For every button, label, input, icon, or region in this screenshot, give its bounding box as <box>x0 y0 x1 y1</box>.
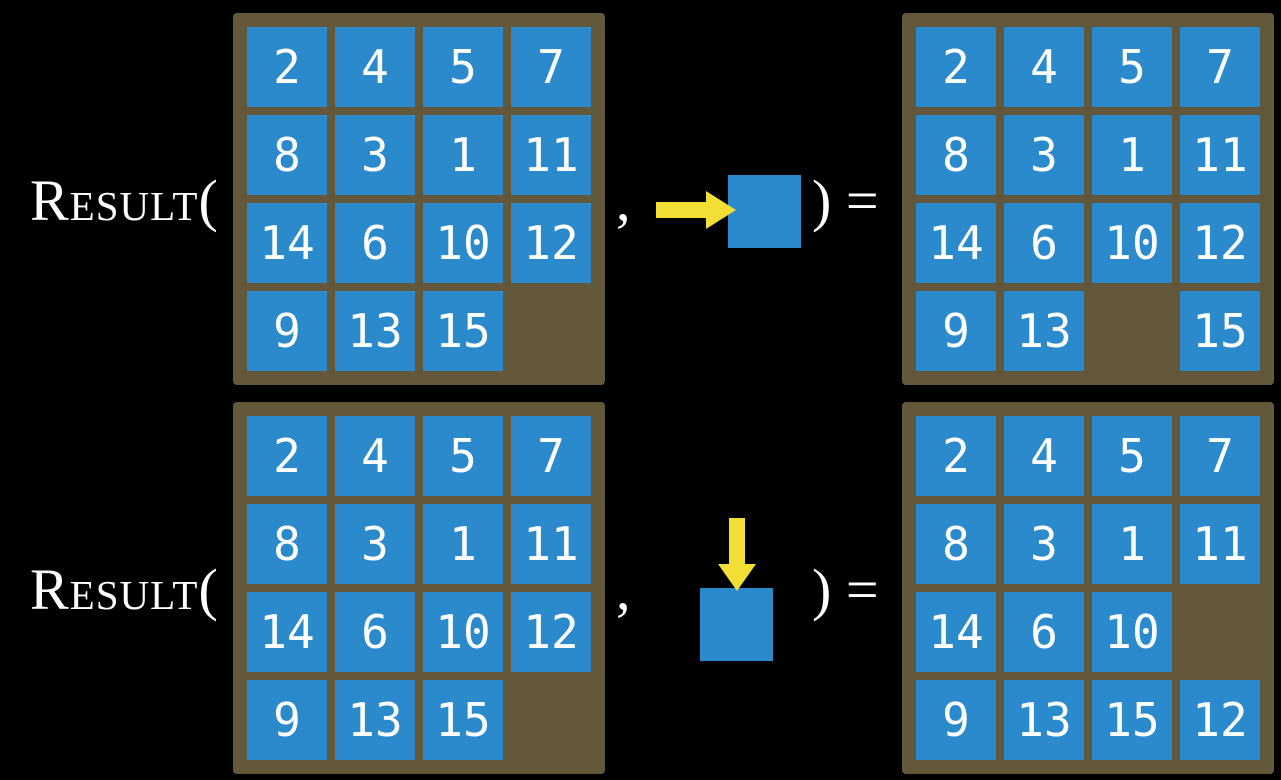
tile-8: 8 <box>247 115 327 195</box>
tile-3: 3 <box>1004 115 1084 195</box>
empty-cell <box>1180 592 1260 672</box>
tile-2: 2 <box>916 27 996 107</box>
tile-1: 1 <box>1092 115 1172 195</box>
tile-11: 11 <box>1180 115 1260 195</box>
tile-3: 3 <box>335 115 415 195</box>
tile-9: 9 <box>247 680 327 760</box>
tile-10: 10 <box>1092 592 1172 672</box>
tile-7: 7 <box>1180 416 1260 496</box>
tile-13: 13 <box>335 680 415 760</box>
result-function-label: Result( <box>30 556 219 622</box>
tile-13: 13 <box>335 291 415 371</box>
tile-15: 15 <box>423 291 503 371</box>
tile-9: 9 <box>916 680 996 760</box>
tile-5: 5 <box>423 416 503 496</box>
down-arrow-icon <box>718 518 756 591</box>
tile-9: 9 <box>916 291 996 371</box>
result-function-label: Result( <box>30 167 219 233</box>
comma-separator: , <box>616 556 631 622</box>
tile-3: 3 <box>335 504 415 584</box>
tile-11: 11 <box>1180 504 1260 584</box>
tile-6: 6 <box>335 203 415 283</box>
tile-13: 13 <box>1004 680 1084 760</box>
tile-4: 4 <box>335 27 415 107</box>
tile-12: 12 <box>1180 680 1260 760</box>
moving-tile-square <box>700 588 773 661</box>
tile-7: 7 <box>511 416 591 496</box>
tile-12: 12 <box>511 203 591 283</box>
tile-9: 9 <box>247 291 327 371</box>
tile-3: 3 <box>1004 504 1084 584</box>
tile-10: 10 <box>1092 203 1172 283</box>
tile-1: 1 <box>423 115 503 195</box>
tile-7: 7 <box>511 27 591 107</box>
moving-tile-square <box>728 175 801 248</box>
tile-5: 5 <box>423 27 503 107</box>
comma-separator: , <box>616 167 631 233</box>
tile-6: 6 <box>1004 592 1084 672</box>
tile-10: 10 <box>423 203 503 283</box>
tile-15: 15 <box>423 680 503 760</box>
tile-10: 10 <box>423 592 503 672</box>
empty-cell <box>1092 291 1172 371</box>
tile-6: 6 <box>335 592 415 672</box>
tile-4: 4 <box>1004 27 1084 107</box>
tile-15: 15 <box>1180 291 1260 371</box>
tile-1: 1 <box>423 504 503 584</box>
tile-14: 14 <box>247 203 327 283</box>
empty-cell <box>511 680 591 760</box>
tile-5: 5 <box>1092 416 1172 496</box>
tile-11: 11 <box>511 504 591 584</box>
tile-12: 12 <box>1180 203 1260 283</box>
tile-6: 6 <box>1004 203 1084 283</box>
tile-8: 8 <box>916 115 996 195</box>
right-arrow-icon <box>656 191 736 229</box>
tile-14: 14 <box>916 592 996 672</box>
tile-11: 11 <box>511 115 591 195</box>
close-paren-equals: ) = <box>812 556 879 622</box>
tile-15: 15 <box>1092 680 1172 760</box>
tile-7: 7 <box>1180 27 1260 107</box>
tile-2: 2 <box>916 416 996 496</box>
tile-14: 14 <box>247 592 327 672</box>
tile-13: 13 <box>1004 291 1084 371</box>
tile-2: 2 <box>247 416 327 496</box>
tile-12: 12 <box>511 592 591 672</box>
tile-5: 5 <box>1092 27 1172 107</box>
close-paren-equals: ) = <box>812 167 879 233</box>
tile-2: 2 <box>247 27 327 107</box>
tile-1: 1 <box>1092 504 1172 584</box>
tile-4: 4 <box>335 416 415 496</box>
tile-14: 14 <box>916 203 996 283</box>
empty-cell <box>511 291 591 371</box>
tile-8: 8 <box>916 504 996 584</box>
tile-4: 4 <box>1004 416 1084 496</box>
tile-8: 8 <box>247 504 327 584</box>
